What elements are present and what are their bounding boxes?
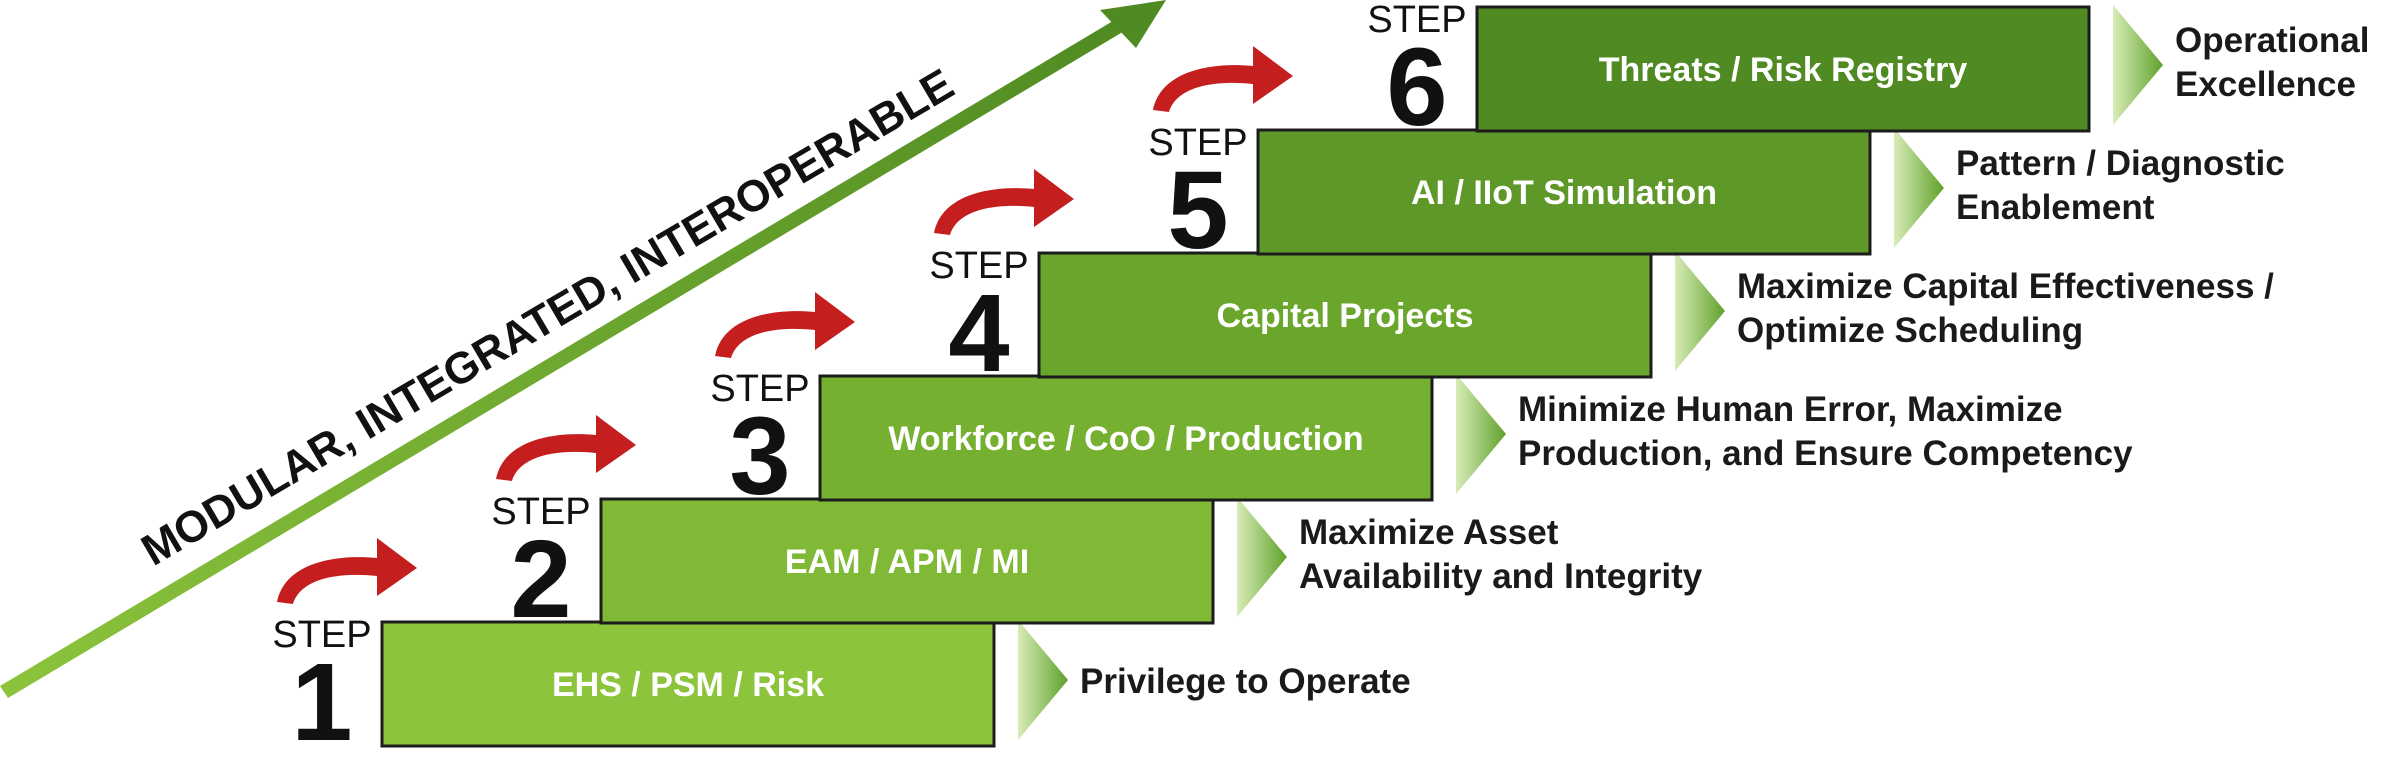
step-1-chevron-icon: [1018, 620, 1068, 740]
step-5-chevron-icon: [1894, 128, 1944, 248]
diagonal-arrow-shaft: [0, 12, 1136, 698]
step-1-number: 1: [291, 641, 352, 757]
step-6-outcome-line: Excellence: [2175, 65, 2356, 104]
step-3-word: STEP: [710, 368, 809, 410]
step-2-bar: [599, 497, 1215, 625]
step-5-curved-arrow: [1153, 46, 1293, 112]
diagonal-arrow-head: [1100, 0, 1166, 48]
step-5-number: 5: [1167, 149, 1228, 272]
step-2-chevron-icon: [1237, 497, 1287, 617]
step-6-chevron-icon: [2113, 5, 2163, 125]
step-3-curved-arrow: [715, 292, 855, 358]
step-4-outcome-line: Maximize Capital Effectiveness /: [1737, 267, 2274, 306]
step-2-number: 2: [510, 518, 571, 641]
step-3-number: 3: [729, 395, 790, 518]
step-4-word: STEP: [929, 245, 1028, 287]
step-1-bar: [380, 620, 996, 748]
step-4-bar: [1037, 251, 1653, 379]
step-2-module-label: EAM / APM / MI: [785, 543, 1029, 581]
step-4-module-label: Capital Projects: [1217, 297, 1474, 335]
step-3-outcome-line: Production, and Ensure Competency: [1518, 434, 2133, 473]
step-4-outcome-line: Optimize Scheduling: [1737, 311, 2083, 350]
step-3-module-label: Workforce / CoO / Production: [888, 420, 1363, 458]
step-3-bar: [818, 374, 1434, 502]
step-1-word: STEP: [272, 614, 371, 656]
step-2-outcome-line: Availability and Integrity: [1299, 557, 1703, 596]
step-5-word: STEP: [1148, 122, 1247, 164]
step-6-number: 6: [1386, 26, 1447, 149]
step-2-word: STEP: [491, 491, 590, 533]
step-5-outcome-line: Pattern / Diagnostic: [1956, 144, 2285, 183]
step-4-chevron-icon: [1675, 251, 1725, 371]
step-3-chevron-icon: [1456, 374, 1506, 494]
diagonal-arrow: [0, 0, 1166, 698]
step-2-outcome-line: Maximize Asset: [1299, 513, 1559, 552]
step-1-curved-arrow: [277, 538, 417, 604]
step-5-bar: [1256, 128, 1872, 256]
step-2-curved-arrow: [496, 415, 636, 481]
step-4-number: 4: [948, 272, 1009, 395]
step-6-word: STEP: [1367, 0, 1466, 41]
step-4-curved-arrow: [934, 169, 1074, 235]
step-1-outcome-line: Privilege to Operate: [1080, 662, 1411, 701]
step-5-outcome-line: Enablement: [1956, 188, 2155, 227]
step-6-module-label: Threats / Risk Registry: [1599, 51, 1968, 89]
step-6-outcome-line: Operational: [2175, 21, 2369, 60]
step-6-bar: [1475, 5, 2091, 133]
step-3-outcome-line: Minimize Human Error, Maximize: [1518, 390, 2063, 429]
step-1-module-label: EHS / PSM / Risk: [552, 666, 824, 704]
step-5-module-label: AI / IIoT Simulation: [1411, 174, 1717, 212]
